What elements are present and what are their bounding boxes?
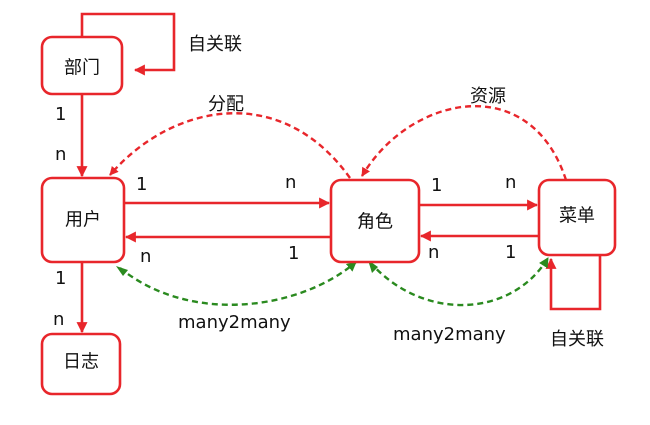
menu-self-label: 自关联 xyxy=(550,329,604,350)
user-role-many-arrowhead-left xyxy=(116,266,128,276)
cardinality-role-menu-top-n: n xyxy=(505,172,516,193)
dept-self-label: 自关联 xyxy=(188,34,242,55)
department-self-link xyxy=(80,12,176,76)
node-department-label: 部门 xyxy=(64,58,100,79)
cardinality-user-n: n xyxy=(55,144,66,165)
role-menu-many-label: many2many xyxy=(393,324,506,345)
node-department: 部门 xyxy=(40,35,124,96)
role-menu-many-arc xyxy=(369,257,550,307)
assign-arc xyxy=(109,112,351,179)
node-menu-label: 菜单 xyxy=(559,206,595,227)
node-log: 日志 xyxy=(40,332,122,396)
node-menu: 菜单 xyxy=(537,178,617,257)
cardinality-user-role-top-n: n xyxy=(285,172,296,193)
node-user-label: 用户 xyxy=(65,210,101,231)
user-role-many-arc xyxy=(119,261,357,306)
node-user: 用户 xyxy=(40,176,126,264)
cardinality-dept-one: 1 xyxy=(55,104,66,125)
assign-label: 分配 xyxy=(208,94,244,115)
resource-arc xyxy=(360,104,568,181)
cardinality-user-role-bottom-n: n xyxy=(140,246,151,267)
node-role: 角色 xyxy=(329,178,421,264)
resource-label: 资源 xyxy=(470,86,506,107)
menu-self-link xyxy=(545,253,602,311)
node-role-label: 角色 xyxy=(357,212,393,233)
cardinality-role-menu-top-one: 1 xyxy=(431,175,442,196)
cardinality-user-log-one: 1 xyxy=(55,268,66,289)
cardinality-log-n: n xyxy=(53,309,64,330)
cardinality-user-role-top-one: 1 xyxy=(136,174,147,195)
cardinality-role-menu-bottom-one: 1 xyxy=(505,242,516,263)
node-log-label: 日志 xyxy=(63,352,99,373)
cardinality-role-menu-bottom-n: n xyxy=(428,242,439,263)
user-role-many-label: many2many xyxy=(178,312,291,333)
cardinality-user-role-bottom-one: 1 xyxy=(288,243,299,264)
